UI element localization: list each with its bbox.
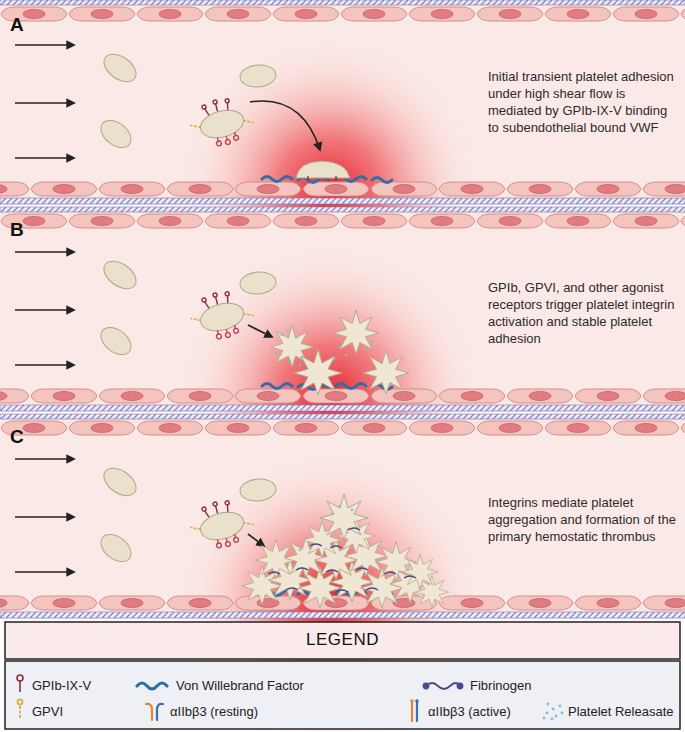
panel-caption: Integrins mediate platelet aggregation a…	[488, 494, 680, 545]
panel-c-art	[0, 414, 685, 732]
legend-label: GPVI	[32, 704, 63, 719]
legend-label: Fibrinogen	[470, 678, 531, 693]
panel-letter: A	[10, 14, 24, 36]
panel: C Integrins mediate platelet aggregation …	[0, 414, 685, 619]
legend-label: αIIbβ3 (active)	[428, 704, 511, 719]
panel-letter: B	[10, 219, 24, 241]
legend-heading: LEGEND	[5, 630, 680, 650]
legend-label: GPIb-IX-V	[32, 678, 91, 693]
legend-label: Platelet Releasate	[568, 704, 674, 719]
legend-icons	[17, 675, 563, 721]
panel-caption: Initial transient platelet adhesion unde…	[488, 68, 680, 136]
legend-label: αIIbβ3 (resting)	[170, 704, 258, 719]
legend-frame	[5, 622, 680, 729]
legend-label: Von Willebrand Factor	[176, 678, 304, 693]
panel: B GPIb, GPVI, and other agonist receptors…	[0, 207, 685, 412]
panel-letter: C	[10, 426, 24, 448]
panel: A Initial transient platelet adhesion und…	[0, 0, 685, 205]
panel-caption: GPIb, GPVI, and other agonist receptors …	[488, 279, 680, 347]
